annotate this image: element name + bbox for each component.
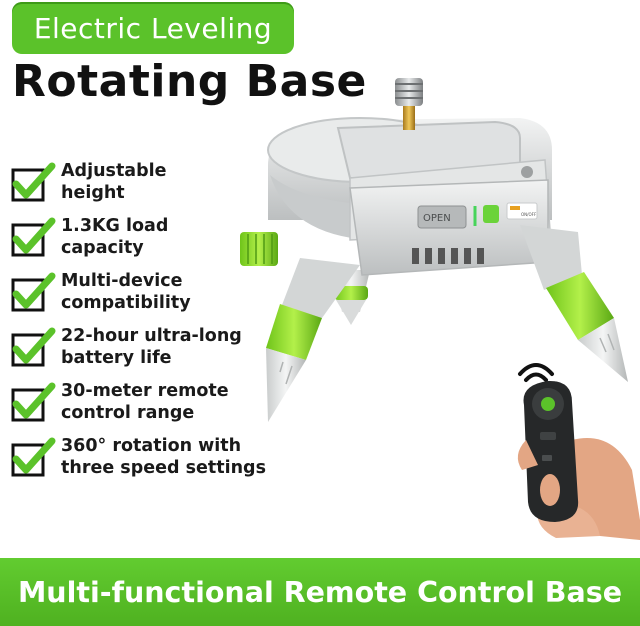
control-panel [349, 179, 549, 276]
tripod-leg-right [520, 225, 628, 382]
category-badge-label: Electric Leveling [33, 11, 273, 45]
feature-item: 22-hour ultra-long battery life [10, 326, 280, 377]
footer-tagline: Multi-functional Remote Control Base [17, 575, 623, 609]
power-label: ON/OFF [521, 212, 537, 217]
product-title: Rotating Base [12, 56, 367, 107]
mount-screw [395, 78, 423, 130]
feature-text: 22-hour ultra-long battery life [61, 326, 242, 368]
feature-text: Multi-device compatibility [61, 271, 191, 313]
feature-text: Adjustable height [61, 161, 167, 203]
checkbox-check-icon [11, 327, 56, 367]
feature-text: 360° rotation with three speed settings [61, 436, 267, 478]
adjustment-knob [240, 232, 278, 266]
tripod-leg-left [266, 258, 360, 422]
remote-control [517, 380, 640, 540]
checkbox-check-icon [11, 382, 56, 422]
product-illustration: OPEN ON/OFF [240, 78, 640, 540]
category-badge: Electric Leveling [12, 2, 294, 54]
feature-item: 1.3KG load capacity [10, 216, 280, 267]
switch-label: OPEN [423, 213, 451, 224]
tripod-leg-back [332, 270, 370, 325]
feature-item: Multi-device compatibility [10, 271, 280, 322]
checkbox-check-icon [11, 272, 56, 312]
feature-text: 1.3KG load capacity [61, 216, 169, 258]
wireless-signal-icon [518, 363, 554, 382]
checkbox-check-icon [11, 217, 56, 257]
footer-banner: Multi-functional Remote Control Base [0, 558, 640, 626]
checkbox-check-icon [11, 162, 56, 202]
feature-item: Adjustable height [10, 161, 280, 212]
feature-text: 30-meter remote control range [61, 381, 229, 423]
checkbox-check-icon [11, 437, 56, 477]
feature-item: 30-meter remote control range [10, 381, 280, 432]
feature-item: 360° rotation with three speed settings [10, 436, 280, 487]
